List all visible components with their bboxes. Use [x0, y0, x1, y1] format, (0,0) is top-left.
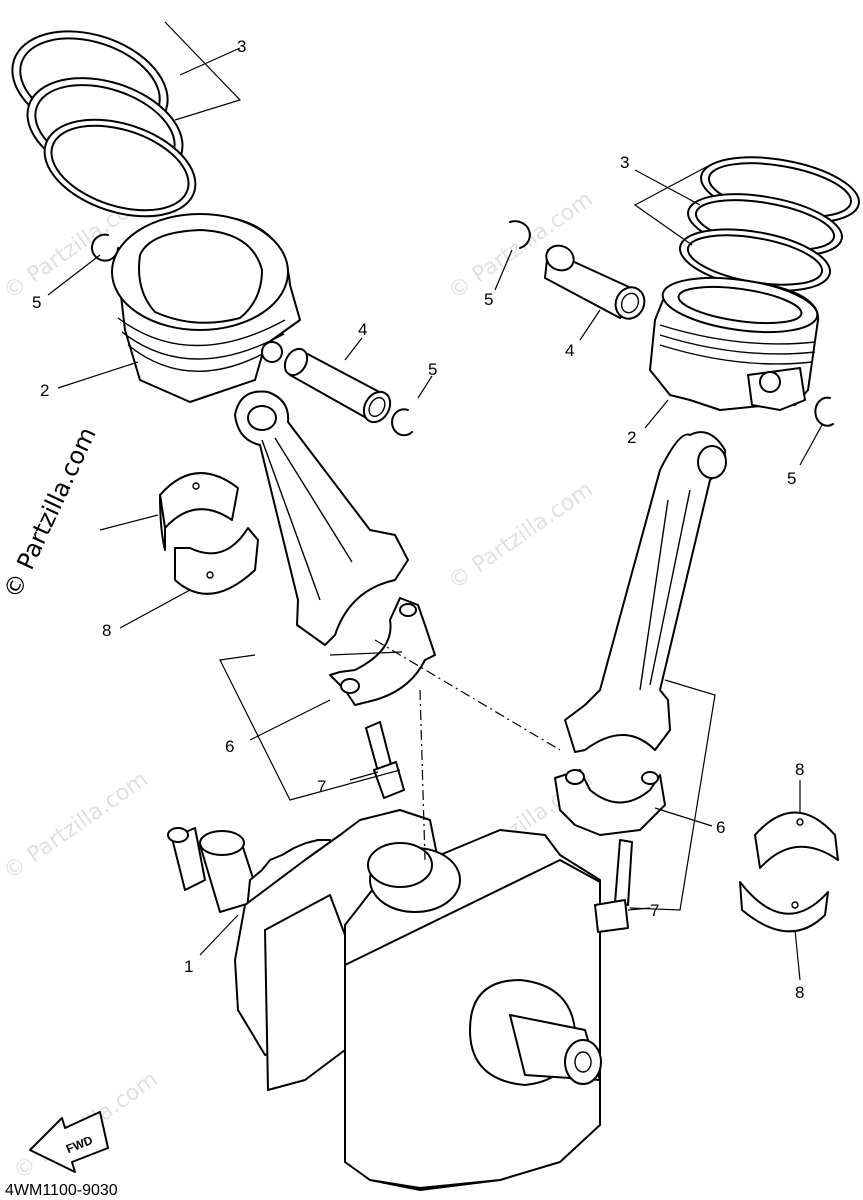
circlip	[814, 396, 834, 427]
piston-left	[111, 213, 301, 403]
callout-8: 8	[795, 983, 804, 1002]
callout-3: 3	[237, 37, 246, 56]
watermark-text: © Partzilla.com	[0, 767, 153, 885]
callout-4: 4	[565, 341, 574, 360]
callout-3: 3	[620, 153, 629, 172]
callout-2: 2	[627, 428, 636, 447]
leader-bracket	[164, 21, 242, 121]
big-end-bearing-right	[739, 811, 839, 933]
circlip	[509, 220, 531, 249]
connecting-rod-right	[554, 431, 727, 933]
callout-4: 4	[358, 320, 367, 339]
callout-5: 5	[787, 469, 796, 488]
fwd-arrow-icon: FWD	[29, 1111, 109, 1173]
callout-5: 5	[484, 290, 493, 309]
alignment-line	[419, 689, 426, 861]
watermark-text-dark: © Partzilla.com	[0, 423, 102, 603]
piston-pin-left	[283, 347, 392, 424]
callout-6: 6	[225, 737, 234, 756]
circlip	[391, 408, 413, 437]
callout-5: 5	[32, 293, 41, 312]
leader-bracket	[629, 679, 716, 911]
leader-bracket	[633, 164, 711, 246]
connecting-rod-left	[234, 390, 436, 799]
piston-rings-left	[11, 30, 197, 218]
piston-pin-right	[544, 244, 646, 320]
leader-bracket	[219, 654, 401, 801]
callout-7: 7	[317, 777, 326, 796]
crankshaft	[167, 809, 602, 1191]
watermark-text: © Partzilla.com	[444, 477, 597, 595]
callout-2: 2	[40, 381, 49, 400]
callout-7: 7	[650, 901, 659, 920]
callout-8: 8	[795, 760, 804, 779]
callout-8: 8	[102, 621, 111, 640]
alignment-line	[374, 639, 561, 751]
callout-1: 1	[184, 957, 193, 976]
callout-5: 5	[428, 360, 437, 379]
piston-right	[649, 276, 820, 411]
callout-6: 6	[716, 818, 725, 837]
big-end-bearing-left	[159, 472, 259, 595]
diagram-code: 4WM1100-9030	[5, 1182, 118, 1199]
